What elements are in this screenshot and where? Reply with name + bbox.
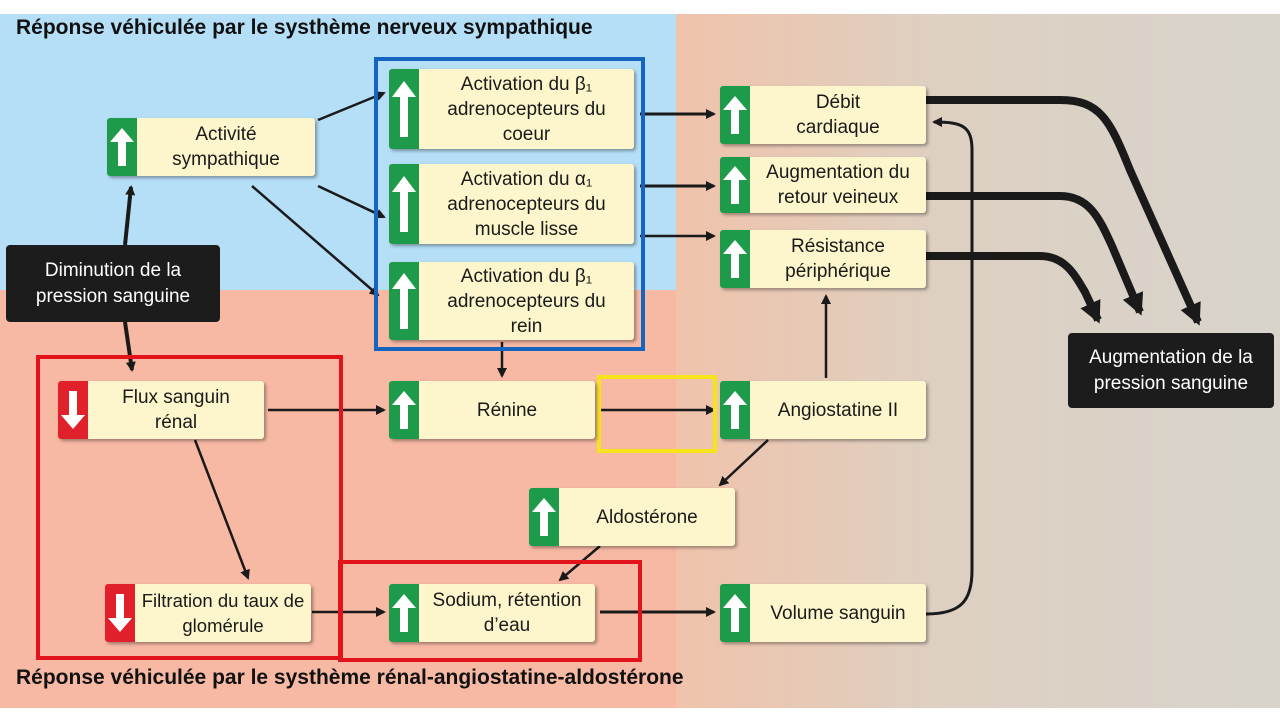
- node-blood-volume: Volume sanguin: [720, 584, 926, 642]
- arrow-cardiac-end: [926, 96, 1202, 326]
- node-peripheral-resistance: Résistance périphérique: [720, 230, 926, 288]
- up-arrow-icon: [529, 488, 559, 546]
- arrow-start-sympathetic: [123, 185, 136, 246]
- arrow-symp-alpha1: [317, 184, 386, 219]
- arrow-symp-beta1-kidney: [251, 185, 380, 297]
- arrow-volume-cardiac: [925, 117, 974, 616]
- up-arrow-icon: [389, 584, 419, 642]
- node-alpha1-muscle: Activation du α₁ adrenocepteurs du muscl…: [389, 164, 634, 244]
- node-beta1-kidney: Activation du β₁ adrenocepteurs du rein: [389, 262, 634, 340]
- arrow-resistance-end: [926, 252, 1102, 324]
- up-arrow-icon: [720, 381, 750, 439]
- node-sodium-water-retention: Sodium, rétention d’eau: [389, 584, 595, 642]
- up-arrow-icon: [720, 157, 750, 213]
- down-arrow-icon: [58, 381, 88, 439]
- up-arrow-icon: [720, 86, 750, 144]
- up-arrow-icon: [107, 118, 137, 176]
- arrow-venous-end: [926, 192, 1144, 316]
- highlight-blue-frame: [374, 57, 645, 351]
- down-arrow-icon: [105, 584, 135, 642]
- node-renin: Rénine: [389, 381, 595, 439]
- highlight-yellow-frame: [597, 375, 717, 453]
- arrow-symp-beta1-heart: [317, 91, 386, 122]
- up-arrow-icon: [720, 584, 750, 642]
- node-renal-blood-flow: Flux sanguin rénal: [58, 381, 264, 439]
- arrow-renal-flow-gfr: [193, 439, 250, 580]
- highlight-red-frame-bottom: [338, 560, 642, 662]
- node-cardiac-output: Débit cardiaque: [720, 86, 926, 144]
- node-end-pressure-increase: Augmentation de la pression sanguine: [1068, 333, 1274, 408]
- node-sympathetic-activity: Activité sympathique: [107, 118, 315, 176]
- node-start-pressure-decrease: Diminution de la pression sanguine: [6, 245, 220, 322]
- up-arrow-icon: [720, 230, 750, 288]
- title-sympathetic: Réponse véhiculée par le systhème nerveu…: [16, 16, 593, 39]
- node-angiotensin-ii: Angiostatine II: [720, 381, 926, 439]
- up-arrow-icon: [389, 381, 419, 439]
- highlight-red-frame-left: [36, 355, 343, 660]
- node-aldosterone: Aldostérone: [529, 488, 735, 546]
- up-arrow-icon: [389, 262, 419, 340]
- arrow-start-renal-flow: [123, 321, 136, 372]
- node-glomerular-filtration: Filtration du taux de glomérule: [105, 584, 311, 642]
- node-beta1-heart: Activation du β₁ adrenocepteurs du coeur: [389, 69, 634, 149]
- title-renal: Réponse véhiculée par le systhème rénal-…: [16, 666, 684, 689]
- arrow-angiotensin-aldosterone: [718, 439, 769, 487]
- up-arrow-icon: [389, 69, 419, 149]
- node-venous-return: Augmentation du retour veineux: [720, 157, 926, 213]
- up-arrow-icon: [389, 164, 419, 244]
